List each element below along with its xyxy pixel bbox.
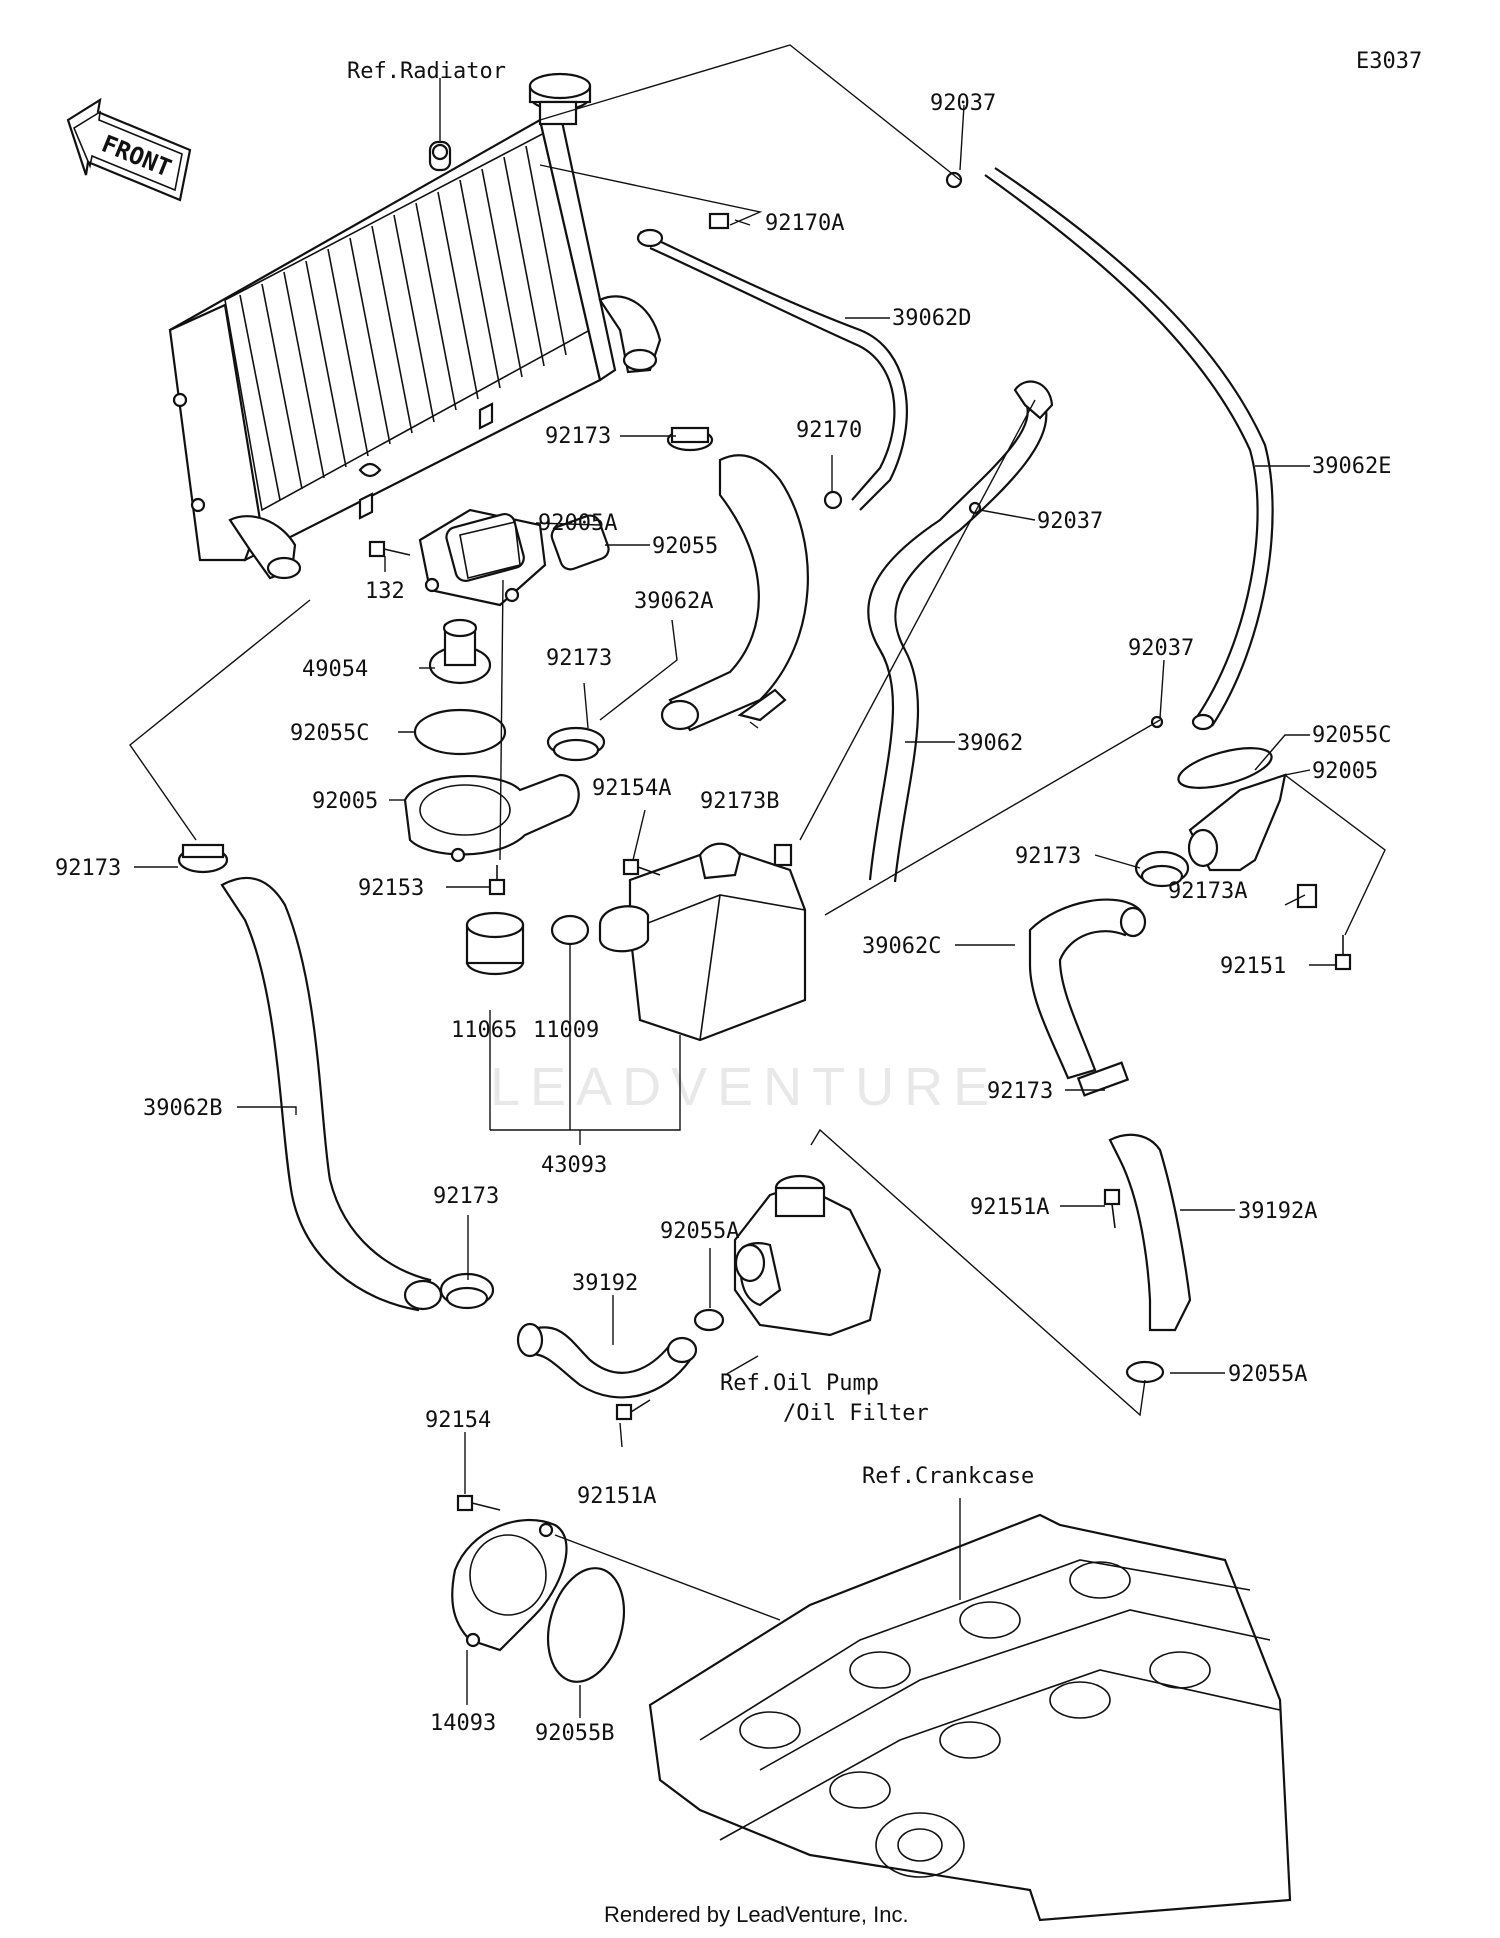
crankcase[interactable]	[648, 1513, 1292, 1922]
ref-radiator[interactable]: Ref.Radiator	[347, 59, 506, 84]
hose-39062E[interactable]	[984, 174, 1259, 721]
label-49054[interactable]: 49054	[302, 657, 368, 682]
label-92037-right[interactable]: 92037	[1128, 636, 1194, 661]
label-92037-mid[interactable]: 92037	[1037, 509, 1103, 534]
ref-oil-filter[interactable]: /Oil Filter	[783, 1401, 929, 1426]
label-92170A[interactable]: 92170A	[765, 211, 844, 236]
bolt-92154[interactable]	[456, 1494, 501, 1512]
pipe-39192[interactable]	[526, 1326, 692, 1399]
label-39062A[interactable]: 39062A	[634, 589, 713, 614]
label-92055C-right[interactable]: 92055C	[1312, 723, 1391, 748]
water-pump[interactable]	[733, 1174, 882, 1337]
label-92173-left[interactable]: 92173	[55, 856, 121, 881]
oring-92055C-left[interactable]	[413, 708, 507, 756]
hose-39062B[interactable]	[220, 876, 432, 1312]
label-92170[interactable]: 92170	[796, 418, 862, 443]
ref-crankcase[interactable]: Ref.Crankcase	[862, 1464, 1034, 1489]
label-39192A[interactable]: 39192A	[1238, 1199, 1317, 1224]
oring-92055A-right[interactable]	[1125, 1360, 1165, 1384]
clamp-92037-top[interactable]	[945, 171, 963, 189]
diagram-id: E3037	[1356, 49, 1422, 74]
label-92154[interactable]: 92154	[425, 1408, 491, 1433]
label-92151A-right[interactable]: 92151A	[970, 1195, 1049, 1220]
clip-92173B[interactable]	[737, 688, 787, 722]
label-92173A[interactable]: 92173A	[1168, 879, 1247, 904]
label-92151A-bottom[interactable]: 92151A	[577, 1484, 656, 1509]
fitting-92005-right[interactable]	[1187, 773, 1287, 872]
reservoir-tank[interactable]	[598, 842, 807, 1042]
label-92055[interactable]: 92055	[652, 534, 718, 559]
label-92173-e[interactable]: 92173	[433, 1184, 499, 1209]
watermark: LEADVENTURE	[490, 1057, 999, 1117]
clip-92173A[interactable]	[1296, 883, 1318, 909]
radiator[interactable]	[168, 72, 662, 580]
label-92005A[interactable]: 92005A	[538, 511, 617, 536]
clamp-92173-mid[interactable]	[546, 726, 606, 762]
front-arrow-icon: FRONT	[66, 97, 192, 202]
label-39062E[interactable]: 39062E	[1312, 454, 1391, 479]
label-39062D[interactable]: 39062D	[892, 306, 971, 331]
thermostat-49054[interactable]	[428, 618, 492, 685]
pipe-39192A[interactable]	[1108, 1133, 1192, 1332]
label-39192[interactable]: 39192	[572, 1271, 638, 1296]
oring-92055A-left[interactable]	[693, 1308, 725, 1332]
cover-92005-left[interactable]	[403, 773, 580, 863]
label-39062[interactable]: 39062	[957, 731, 1023, 756]
bolt-92154A[interactable]	[622, 858, 661, 876]
label-39062C[interactable]: 39062C	[862, 934, 941, 959]
thermostat-housing-92005A[interactable]	[418, 508, 547, 607]
gasket-11009[interactable]	[550, 914, 590, 946]
hose-39062C[interactable]	[1028, 898, 1142, 1080]
bolt-92151A-right[interactable]	[1103, 1188, 1121, 1229]
label-11009[interactable]: 11009	[533, 1018, 599, 1043]
footer-credit: Rendered by LeadVenture, Inc.	[604, 1902, 909, 1927]
clip-92170A[interactable]	[708, 212, 730, 230]
hose-39062D[interactable]	[639, 231, 908, 511]
label-92005-left[interactable]: 92005	[312, 789, 378, 814]
leader-lines	[129, 44, 1386, 1718]
label-92037-top[interactable]: 92037	[930, 91, 996, 116]
label-92173-b[interactable]: 92173	[546, 646, 612, 671]
label-92055C-left[interactable]: 92055C	[290, 721, 369, 746]
cover-14093[interactable]	[451, 1518, 568, 1652]
label-92173B[interactable]: 92173B	[700, 789, 779, 814]
oring-92055C-right[interactable]	[1174, 740, 1275, 796]
label-92055A-left[interactable]: 92055A	[660, 1219, 739, 1244]
clamp-92173-lower-right[interactable]	[1076, 1061, 1130, 1097]
clamp-92170[interactable]	[823, 490, 843, 510]
label-14093[interactable]: 14093	[430, 1711, 496, 1736]
hose-39062A[interactable]	[668, 454, 809, 732]
hose-39062[interactable]	[867, 399, 1029, 881]
label-92055A-right[interactable]: 92055A	[1228, 1362, 1307, 1387]
label-92151[interactable]: 92151	[1220, 954, 1286, 979]
label-92005-right[interactable]: 92005	[1312, 759, 1378, 784]
label-11065[interactable]: 11065	[451, 1018, 517, 1043]
label-92055B[interactable]: 92055B	[535, 1721, 614, 1746]
bolt-92153[interactable]	[488, 865, 506, 896]
oring-92055[interactable]	[549, 513, 611, 572]
label-43093[interactable]: 43093	[541, 1153, 607, 1178]
clamp-92173-bottom[interactable]	[439, 1272, 495, 1310]
label-39062B[interactable]: 39062B	[143, 1096, 222, 1121]
bolt-92151[interactable]	[1334, 935, 1352, 971]
label-92153[interactable]: 92153	[358, 876, 424, 901]
label-92173-d[interactable]: 92173	[987, 1079, 1053, 1104]
clamp-92173-left[interactable]	[177, 843, 229, 874]
bolt-132[interactable]	[368, 540, 411, 558]
label-92173-a[interactable]: 92173	[545, 424, 611, 449]
label-92173-c[interactable]: 92173	[1015, 844, 1081, 869]
label-132[interactable]: 132	[365, 579, 405, 604]
clamp-92173-right[interactable]	[1134, 850, 1190, 888]
oring-92055B[interactable]	[536, 1560, 636, 1691]
cap-11065[interactable]	[465, 911, 525, 976]
bolt-92151A-bottom[interactable]	[615, 1399, 651, 1421]
ref-oil-pump[interactable]: Ref.Oil Pump	[720, 1371, 879, 1396]
clamp-92173-top[interactable]	[666, 426, 714, 452]
label-92154A[interactable]: 92154A	[592, 776, 671, 801]
